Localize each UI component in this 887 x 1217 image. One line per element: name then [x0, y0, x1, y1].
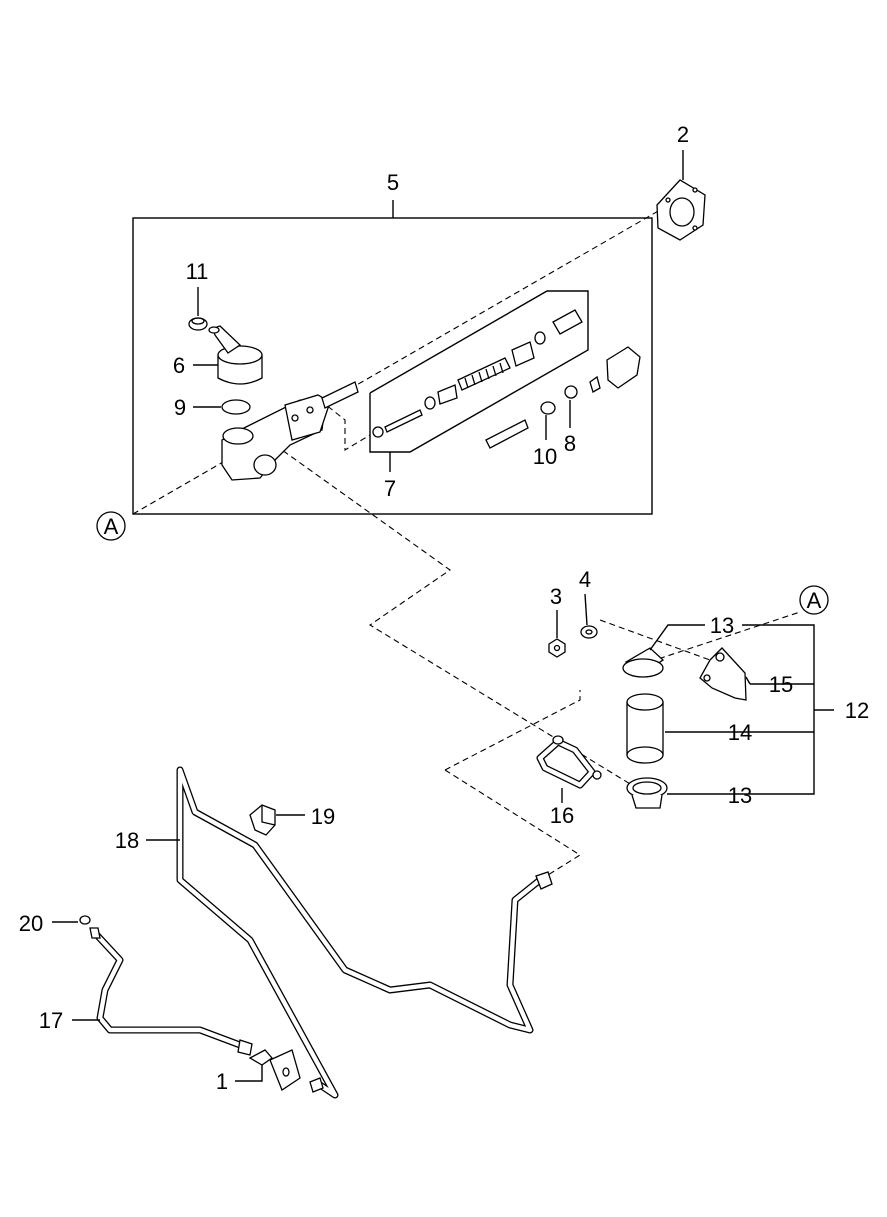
- callout-2: 2: [677, 122, 689, 147]
- callout-16: 16: [550, 803, 574, 828]
- reference-marker-a-right: A: [799, 585, 829, 615]
- bracket: [699, 647, 747, 701]
- damper-boot: [626, 693, 664, 764]
- callout-7: 7: [384, 476, 396, 501]
- upper-seal: [622, 647, 665, 678]
- callout-6: 6: [173, 353, 185, 378]
- reservoir: [208, 325, 263, 385]
- master-cylinder-assembly-box: [132, 217, 653, 515]
- callout-12: 12: [845, 698, 869, 723]
- callout-9: 9: [174, 395, 186, 420]
- callout-17: 17: [39, 1008, 63, 1033]
- callout-14: 14: [728, 720, 752, 745]
- hose-clip: [248, 1049, 301, 1091]
- callout-18: 18: [115, 828, 139, 853]
- callout-8: 8: [564, 431, 576, 456]
- damper-bracket: [536, 735, 602, 789]
- callout-4: 4: [579, 567, 591, 592]
- callout-13-lower: 13: [728, 783, 752, 808]
- pipe-clip: [249, 804, 276, 836]
- reference-marker-a-left: A: [96, 511, 126, 541]
- lower-seal: [626, 777, 668, 809]
- repair-kit-box: [369, 290, 589, 453]
- svg-text:A: A: [807, 588, 822, 613]
- callout-11: 11: [186, 259, 209, 284]
- callout-20: 20: [19, 911, 43, 936]
- gasket-plate: [656, 179, 706, 241]
- piston-kit-parts: [372, 309, 641, 449]
- callout-3: 3: [550, 584, 562, 609]
- o-ring: [221, 399, 251, 415]
- hose-clamp: [188, 317, 208, 331]
- master-cylinder-body: [221, 381, 359, 481]
- nut: [548, 638, 566, 658]
- hose-end-cap: [79, 915, 91, 925]
- callout-1: 1: [216, 1069, 228, 1094]
- callout-19: 19: [311, 804, 335, 829]
- callout-13-upper: 13: [710, 613, 734, 638]
- callout-15: 15: [769, 672, 793, 697]
- callout-5: 5: [387, 170, 399, 195]
- svg-text:A: A: [104, 514, 119, 539]
- callout-10: 10: [533, 444, 557, 469]
- washer: [580, 625, 598, 639]
